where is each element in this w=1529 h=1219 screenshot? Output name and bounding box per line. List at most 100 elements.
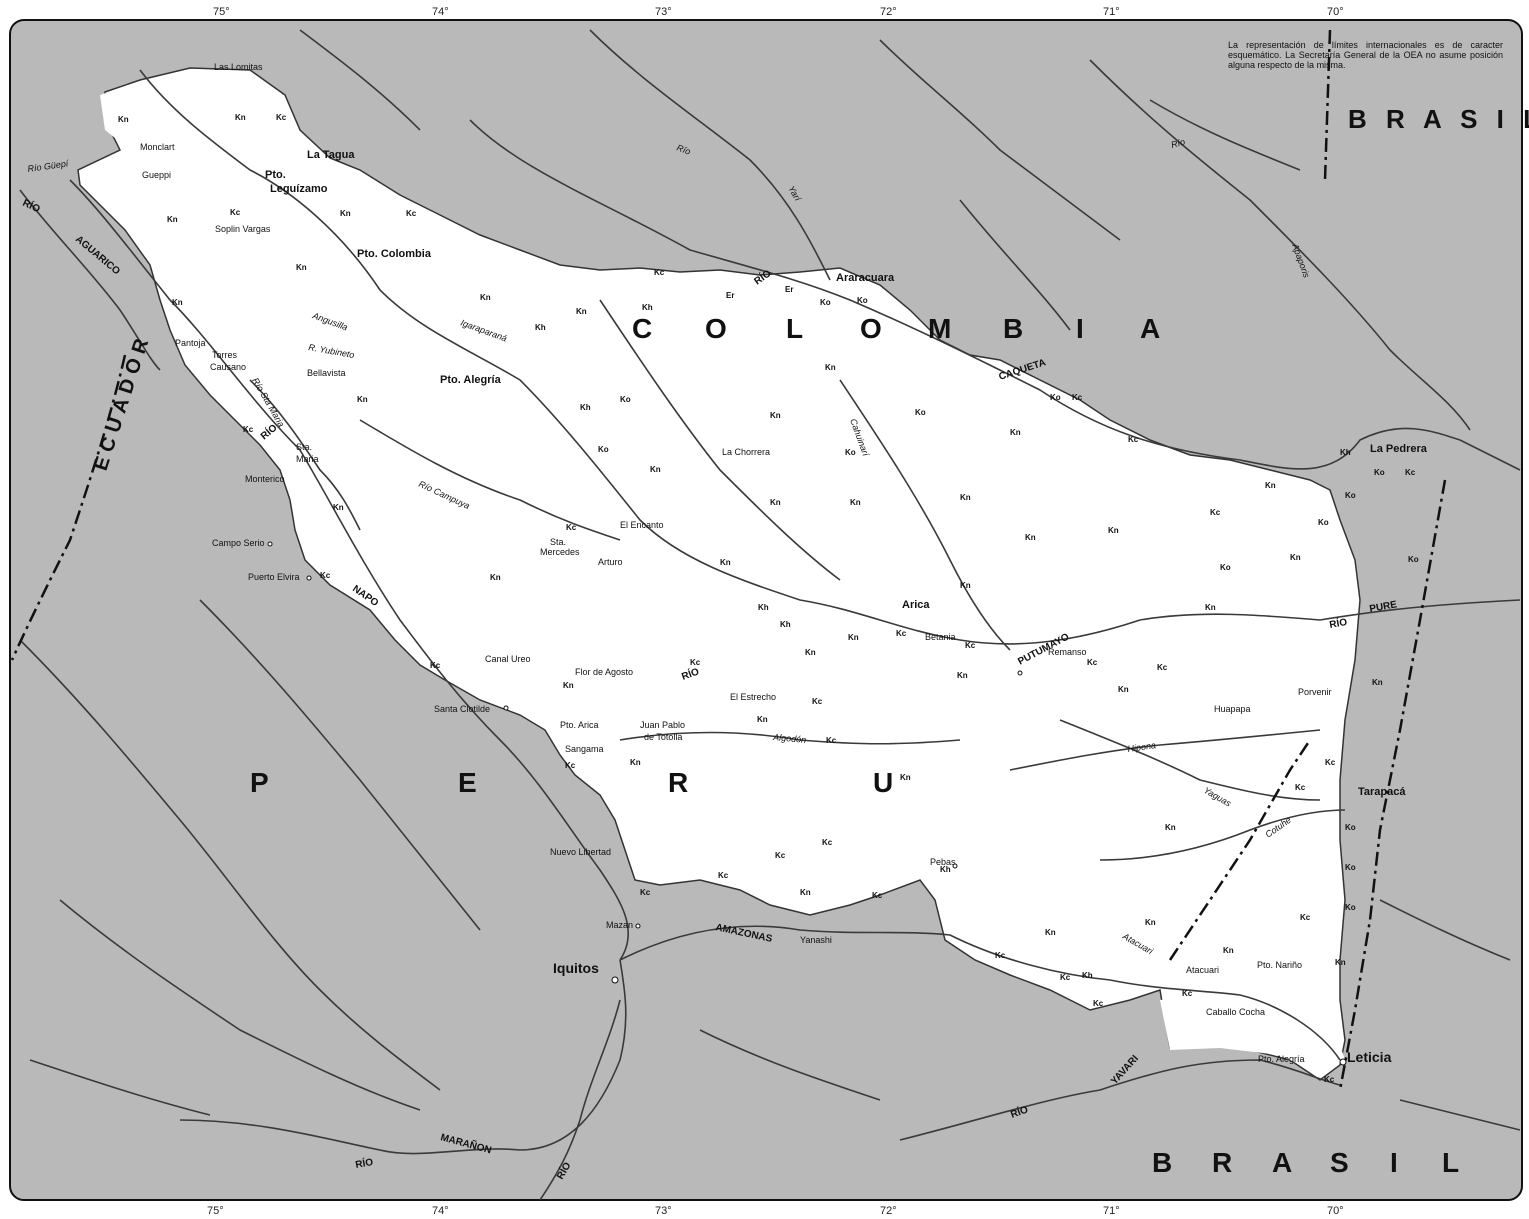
place-pto-arturo: Arturo	[598, 557, 623, 567]
label-peru-e: E	[458, 767, 477, 798]
geo-kc: Kc	[1300, 913, 1311, 922]
geo-kn: Kn	[296, 263, 307, 272]
geo-ko: Ko	[1220, 563, 1231, 572]
geology-labels: Kn Kn Kc Kn Kc Kn Kn Kc Kn Kn Kc Kc Kn K…	[118, 113, 1419, 1084]
geo-kn: Kn	[957, 671, 968, 680]
geo-ko: Ko	[1345, 863, 1356, 872]
geo-ko: Ko	[820, 298, 831, 307]
geo-kn: Kn	[1165, 823, 1176, 832]
geo-er: Er	[726, 291, 734, 300]
river-ucayali	[539, 999, 621, 1201]
geo-ko: Ko	[857, 296, 868, 305]
river-network	[19, 29, 1521, 1201]
geo-kc: Kc	[654, 268, 665, 277]
river-cahuinari	[839, 379, 1011, 651]
geo-kc: Kc	[690, 658, 701, 667]
geo-kc: Kc	[812, 697, 823, 706]
geo-kh: Kh	[535, 323, 546, 332]
river-north-4	[959, 199, 1071, 331]
river-maranon	[179, 959, 627, 1155]
label-peru-p: P	[250, 767, 269, 798]
study-area-leticia-patch	[1160, 995, 1345, 1075]
geo-ko: Ko	[915, 408, 926, 417]
label-brasil-top: B R A S I L	[1348, 104, 1529, 134]
place-la-pedrera: La Pedrera	[1370, 443, 1428, 455]
label-colombia-b: B	[1003, 313, 1023, 344]
geo-kn: Kn	[825, 363, 836, 372]
geo-kn: Kn	[1025, 533, 1036, 542]
geo-kn: Kn	[1372, 678, 1383, 687]
river-yaguas	[1059, 719, 1321, 801]
tick-bottom-72: 72°	[880, 1205, 897, 1217]
tick-top-74: 74°	[432, 6, 449, 18]
geo-kn: Kn	[357, 395, 368, 404]
geo-kn: Kn	[900, 773, 911, 782]
river-amazonas	[619, 925, 1341, 1061]
geo-er: Er	[785, 285, 793, 294]
river-putumayo	[139, 69, 1521, 645]
geo-kn: Kn	[650, 465, 661, 474]
geo-kn: Kn	[490, 573, 501, 582]
geo-kn: Kn	[563, 681, 574, 690]
geo-kn: Kn	[960, 493, 971, 502]
place-bellavista: Bellavista	[307, 368, 346, 378]
place-pto-leguizamo-2: Leguízamo	[270, 183, 328, 195]
place-flor-de-agosto: Flor de Agosto	[575, 667, 633, 677]
tick-bottom-70: 70°	[1327, 1205, 1344, 1217]
label-brasil-b: B	[1152, 1147, 1172, 1178]
geo-ko: Ko	[598, 445, 609, 454]
tick-top-73: 73°	[655, 6, 672, 18]
geo-kc: Kc	[230, 208, 241, 217]
geo-ko: Ko	[1345, 823, 1356, 832]
place-pebas: Pebas	[930, 857, 956, 867]
geo-kn: Kn	[118, 115, 129, 124]
place-el-encanto: El Encanto	[620, 520, 664, 530]
place-juan-pablo-2: de Totolla	[644, 732, 682, 742]
place-sta-mercedes-1: Sta.	[550, 537, 566, 547]
geo-kn: Kn	[340, 209, 351, 218]
geo-ko: Ko	[1050, 393, 1061, 402]
geo-kn: Kn	[576, 307, 587, 316]
tick-top-75: 75°	[213, 6, 230, 18]
geo-kc: Kc	[1128, 435, 1139, 444]
place-betania: Betania	[925, 632, 956, 642]
place-monterico: Monterico	[245, 474, 285, 484]
river-napo	[69, 179, 630, 961]
river-south-7	[1399, 1099, 1521, 1131]
place-leticia: Leticia	[1347, 1049, 1392, 1065]
river-south-2	[59, 899, 421, 1111]
river-label-algodon: Algodón	[772, 732, 807, 745]
geo-kn: Kn	[757, 715, 768, 724]
geo-kc: Kc	[995, 951, 1006, 960]
tick-bottom-73: 73°	[655, 1205, 672, 1217]
river-sta-maria	[249, 379, 361, 531]
geo-ko: Ko	[1318, 518, 1329, 527]
label-colombia-i: I	[1076, 313, 1084, 344]
border-colombia-peru	[1168, 739, 1312, 961]
geo-kn: Kn	[805, 648, 816, 657]
place-canal-ureo: Canal Ureo	[485, 654, 531, 664]
place-mazan: Mazan	[606, 920, 633, 930]
geo-kh: Kh	[780, 620, 791, 629]
river-algodon	[619, 731, 961, 745]
geo-kn: Kn	[1010, 428, 1021, 437]
geo-kc: Kc	[718, 871, 729, 880]
river-cotuhe	[1099, 809, 1346, 861]
geo-ko: Ko	[845, 448, 856, 457]
geo-kn: Kn	[850, 498, 861, 507]
river-north-3	[1149, 99, 1301, 171]
geo-kn: Kn	[960, 581, 971, 590]
place-huapapa: Huapapa	[1214, 704, 1251, 714]
marker-remanso	[1017, 670, 1023, 676]
river-label-maranon-rio: RÍO	[354, 1155, 374, 1171]
label-brasil-r: R	[1212, 1147, 1232, 1178]
place-tarapaca: Tarapacá	[1358, 786, 1406, 798]
geo-kn: Kn	[1108, 526, 1119, 535]
place-pantoja: Pantoja	[175, 338, 206, 348]
river-label-pure: PURE	[1369, 599, 1399, 615]
geo-kh: Kh	[758, 603, 769, 612]
place-monclart: Monclart	[140, 142, 175, 152]
place-porvenir: Porvenir	[1298, 687, 1332, 697]
label-colombia-m: M	[928, 313, 951, 344]
